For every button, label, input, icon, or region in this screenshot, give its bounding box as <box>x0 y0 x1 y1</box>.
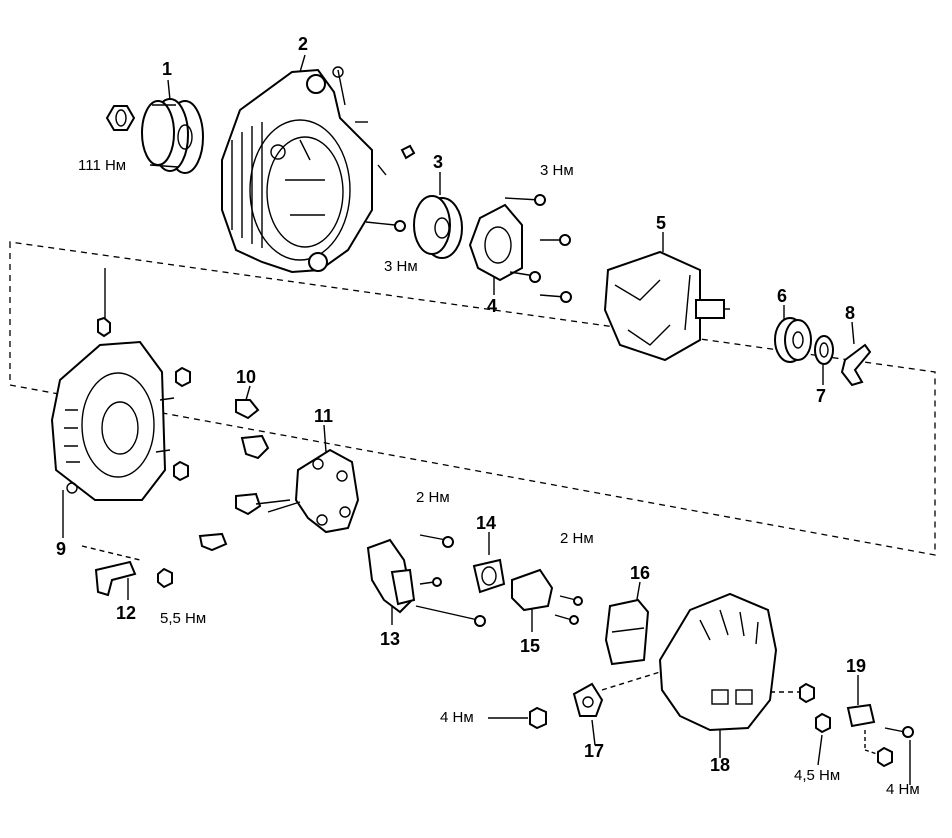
part-13-regulator <box>366 534 486 627</box>
label-part-10: 10 <box>236 367 257 387</box>
part-2-drive-end-housing <box>221 66 416 274</box>
torque-label-3nm-top: 3 Нм <box>540 162 574 179</box>
label-part-13: 13 <box>380 629 401 649</box>
torque-label-3nm-bottom: 3 Нм <box>384 258 418 275</box>
part-18-rear-cover <box>658 592 831 734</box>
part-3-bearing <box>413 195 463 259</box>
label-part-7: 7 <box>816 386 827 406</box>
label-part-15: 15 <box>520 636 541 656</box>
torque-label-4nm-right: 4 Нм <box>886 781 920 798</box>
part-7-spacer <box>814 335 834 365</box>
label-part-5: 5 <box>656 213 667 233</box>
part-11-rectifier <box>267 448 360 534</box>
label-part-19: 19 <box>846 656 867 676</box>
part-15-brush-holder <box>511 568 583 625</box>
label-part-2: 2 <box>298 34 309 54</box>
part-8-clip <box>840 343 872 387</box>
label-part-3: 3 <box>433 152 444 172</box>
torque-label-4nm-left: 4 Нм <box>440 709 474 726</box>
torque-label-5-5nm: 5,5 Нм <box>160 610 207 627</box>
label-part-17: 17 <box>584 741 605 761</box>
part-5-rotor <box>603 250 730 362</box>
torque-label-2nm-right: 2 Нм <box>560 530 594 547</box>
label-part-9: 9 <box>56 539 67 559</box>
part-12-bracket <box>94 560 173 597</box>
part-14-seal <box>472 558 506 594</box>
part-17-terminal <box>529 682 604 730</box>
label-part-1: 1 <box>162 59 173 79</box>
part-9-rear-housing <box>50 316 191 501</box>
torque-label-4-5nm: 4,5 Нм <box>794 767 841 784</box>
part-19-bracket <box>846 703 914 768</box>
label-part-14: 14 <box>476 513 497 533</box>
label-part-11: 11 <box>314 406 334 426</box>
label-part-4: 4 <box>487 296 498 316</box>
torque-label-111nm: 111 Нм <box>78 157 127 174</box>
part-6-bearing <box>774 317 812 363</box>
part-1-pulley-nut <box>105 98 204 174</box>
label-part-16: 16 <box>630 563 651 583</box>
part-16-cover <box>604 598 650 666</box>
part-4-retainer-plate <box>468 194 572 303</box>
label-part-6: 6 <box>777 286 788 306</box>
label-part-18: 18 <box>710 755 731 775</box>
label-part-8: 8 <box>845 303 856 323</box>
part-10-terminals <box>198 399 291 552</box>
label-part-12: 12 <box>116 603 137 623</box>
torque-label-2nm-left: 2 Нм <box>416 489 450 506</box>
